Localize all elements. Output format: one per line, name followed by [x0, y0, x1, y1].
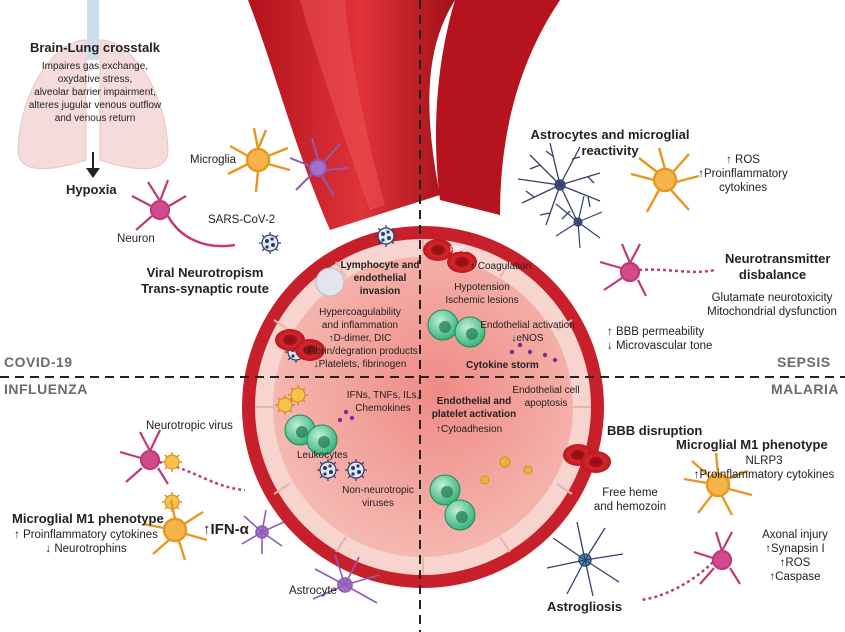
neuron-label: Neuron — [117, 233, 155, 245]
endothelial-apoptosis-text: Endothelial cell apoptosis — [512, 385, 580, 409]
endothelial-platelet-label: Endothelial and platelet activation — [431, 396, 517, 420]
non-neurotropic-label: Non-neurotropic viruses — [342, 485, 414, 509]
neurotransmitter-title: Neurotransmitter disbalance — [725, 251, 831, 282]
microglial-m1-title-br: Microglial M1 phenotype — [676, 437, 828, 452]
bbb-disruption-label: BBB disruption — [607, 423, 703, 438]
free-heme-label: Free heme and hemozoin — [593, 487, 667, 513]
microglial-m1-text-bl: ↑ Proinflammatory cytokines ↓ Neurotroph… — [14, 529, 158, 555]
microglia-icon-bl — [142, 499, 208, 561]
microglia-icon-tr — [630, 147, 700, 213]
microglial-m1-title-bl: Microglial M1 phenotype — [12, 511, 164, 526]
ifn-alpha-label: ↑IFN-α — [203, 521, 249, 538]
blood-vessel-tube-highlight — [300, 0, 385, 210]
down-arrow-icon — [86, 152, 100, 178]
astrocyte-icon-br — [546, 521, 624, 597]
quadrant-label-influenza: INFLUENZA — [4, 381, 88, 397]
neuron-icon-br — [639, 531, 741, 602]
neurotropic-virus-label: Neurotropic virus — [146, 420, 233, 432]
neurotransmitter-text: Glutamate neurotoxicity Mitochondrial dy… — [707, 292, 837, 318]
blood-vessel-tube-right — [435, 0, 560, 215]
platelet-icons — [480, 456, 533, 485]
glia-purple-icon — [289, 137, 349, 197]
quadrant-label-covid: COVID-19 — [4, 354, 73, 370]
leukocytes-label: Leukocytes — [297, 450, 348, 461]
neuron-icon-tr — [599, 243, 716, 297]
vessel-lumen — [273, 257, 573, 557]
axonal-injury-text: Axonal injury ↑Synapsin I ↑ROS ↑Caspase — [762, 529, 828, 583]
endothelial-activation-text: Endothelial activation ↓eNOS — [480, 320, 575, 344]
astrocytes-title: Astrocytes and microglial reactivity — [530, 127, 690, 158]
hypoxia-label: Hypoxia — [66, 182, 117, 197]
bbb-text: ↑ BBB permeability ↓ Microvascular tone — [607, 326, 713, 352]
microglia-icon — [227, 127, 291, 193]
microglia-icon-br — [683, 452, 753, 516]
astrogliosis-label: Astrogliosis — [547, 599, 623, 614]
brain-lung-title: Brain-Lung crosstalk — [29, 40, 161, 55]
virus-icon — [258, 231, 282, 255]
brain-lung-text: Impaires gas exchange, oxydative stress,… — [28, 61, 162, 124]
neuron-icon-bl — [119, 429, 246, 492]
cytokine-storm-label: Cytokine storm — [466, 360, 539, 371]
quadrant-label-malaria: MALARIA — [771, 381, 840, 397]
blood-vessel-tube — [248, 0, 455, 230]
sars-label: SARS-CoV-2 — [208, 214, 276, 226]
viral-neurotropism-label: Viral Neurotropism Trans-synaptic route — [141, 265, 269, 296]
glia-purple-icon-bl — [241, 509, 285, 554]
lungs-icon — [17, 0, 169, 170]
microglia-label: Microglia — [190, 154, 237, 166]
astrocyte-icon — [517, 142, 601, 226]
cytokine-dots — [337, 342, 558, 423]
astrocyte-label: Astrocyte — [289, 585, 337, 597]
neuron-icon — [131, 179, 236, 248]
hypercoagulability-text: Hypercoagulability and inflammation ↑D-d… — [302, 307, 418, 370]
microglial-m1-text-br: NLRP3 ↑Proinflammatory cytokines — [693, 455, 835, 481]
astrocyte-small-icon — [555, 195, 603, 249]
hypotension-text: Hypotension Ischemic lesions — [445, 282, 519, 306]
lymphocyte-icon — [315, 267, 345, 297]
lymphocyte-label: Lymphocyte and endothelial invasion — [340, 260, 420, 297]
cytoadhesion-text: ↑Cytoadhesion — [436, 424, 503, 435]
quadrant-label-sepsis: SEPSIS — [777, 354, 831, 370]
rbc-label: RBC — [450, 245, 467, 254]
endothelial-cells — [255, 239, 591, 575]
astrocyte-icon-bl — [312, 554, 380, 604]
ifn-text: IFNs, TNFs, ILs, Chemokines — [346, 390, 420, 414]
coagulation-text: ↑ Coagulation — [470, 261, 532, 272]
ros-text: ↑ ROS ↑Proinflammatory cytokines — [698, 154, 788, 194]
